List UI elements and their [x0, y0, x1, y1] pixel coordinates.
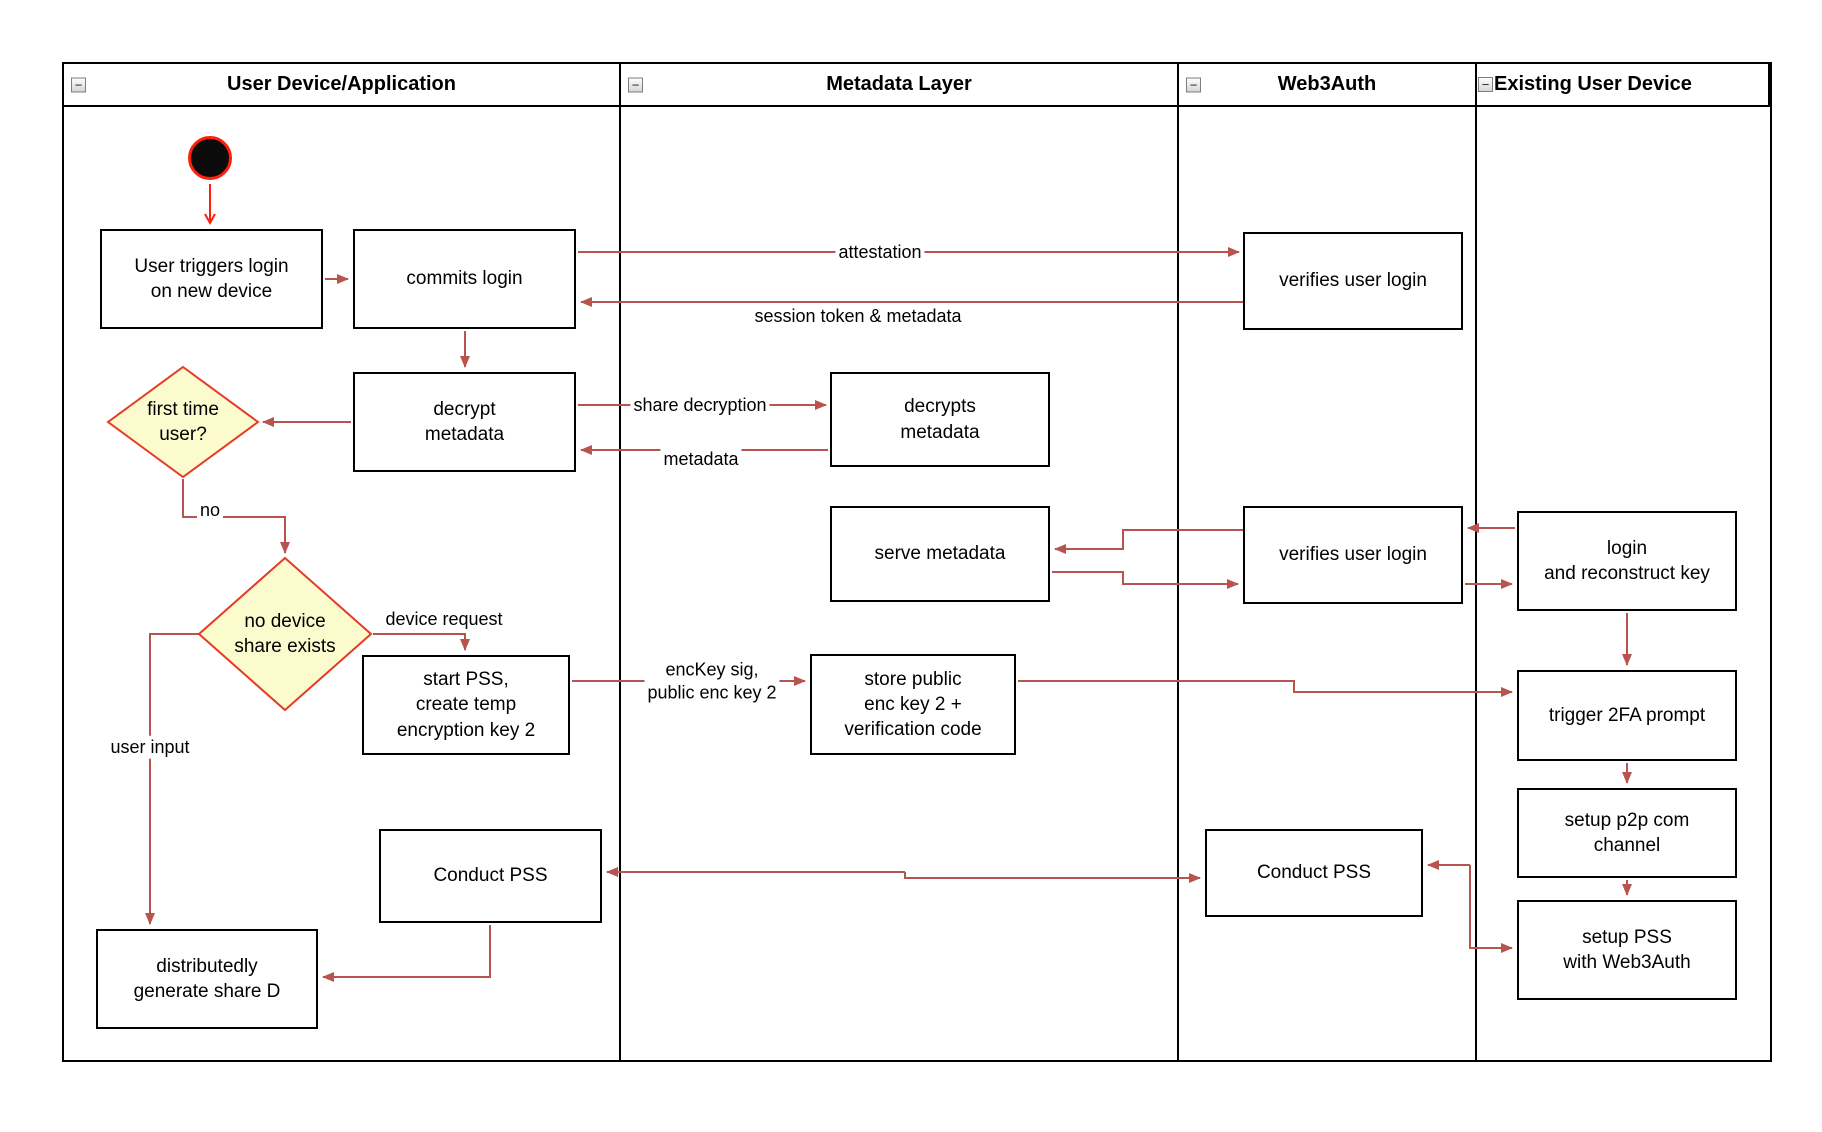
decision-first-time-user: first time user?: [147, 398, 219, 445]
arrow-verifies-to-serve: [1054, 529, 1243, 554]
edge-label-no: no: [196, 498, 224, 522]
edge-label-session-token: session token & metadata: [754, 305, 962, 326]
edge-label-share-decryption: share decryption: [630, 393, 770, 417]
arrow-to-distributed-share: [322, 925, 491, 982]
node-distributed-share: distributedly generate share D: [96, 929, 318, 1029]
node-verifies-user-login-2: verifies user login: [1243, 506, 1463, 604]
node-setup-p2p: setup p2p com channel: [1517, 788, 1737, 878]
lane-header-metadata-layer: − Metadata Layer: [619, 62, 1179, 107]
edge-label-device-request: device request: [385, 608, 503, 629]
lane-divider-3: [1475, 105, 1477, 1060]
edge-label-enckey-sig: encKey sig, public enc key 2: [644, 658, 780, 704]
node-trigger-2fa: trigger 2FA prompt: [1517, 670, 1737, 761]
lane-title: Metadata Layer: [826, 73, 972, 95]
lane-title: Web3Auth: [1277, 73, 1377, 95]
node-serve-metadata: serve metadata: [830, 506, 1050, 602]
node-conduct-pss-user: Conduct PSS: [379, 829, 602, 923]
lane-divider-2: [1177, 105, 1179, 1060]
arrow-user-input: [145, 633, 199, 925]
decision-no-device-share: no device share exists: [234, 610, 336, 657]
node-login-reconstruct-key: login and reconstruct key: [1517, 511, 1737, 611]
lane-title: User Device/Application: [227, 73, 456, 95]
arrow-to-setup-pss: [1469, 865, 1513, 953]
edge-label-metadata: metadata: [660, 447, 742, 471]
node-conduct-pss-web3: Conduct PSS: [1205, 829, 1423, 917]
arrow-conduct-pss-right: [904, 872, 1201, 883]
node-store-public-enc-key: store public enc key 2 + verification co…: [810, 654, 1016, 755]
node-commits-login: commits login: [353, 229, 576, 329]
start-node: [188, 136, 232, 180]
lane-title: Existing User Device: [1494, 73, 1692, 95]
collapse-icon[interactable]: −: [1478, 77, 1493, 92]
edge-label-user-input: user input: [107, 735, 193, 759]
node-decrypt-metadata: decrypt metadata: [353, 372, 576, 472]
lane-header-web3auth: − Web3Auth: [1177, 62, 1477, 107]
node-user-triggers-login: User triggers login on new device: [100, 229, 323, 329]
arrow-serve-to-verifies: [1052, 571, 1239, 589]
node-start-pss: start PSS, create temp encryption key 2: [362, 655, 570, 755]
arrow-no-branch: [182, 479, 290, 554]
collapse-icon[interactable]: −: [71, 77, 86, 92]
collapse-icon[interactable]: −: [1186, 77, 1201, 92]
arrow-to-trigger-2fa: [1018, 680, 1513, 697]
node-decrypts-metadata: decrypts metadata: [830, 372, 1050, 467]
decision-no-device-share-shape: [197, 556, 373, 712]
lane-divider-1: [619, 105, 621, 1060]
collapse-icon[interactable]: −: [628, 77, 643, 92]
lane-header-existing-user-device: − Existing User Device: [1475, 62, 1770, 107]
node-verifies-user-login-1: verifies user login: [1243, 232, 1463, 330]
edge-label-attestation: attestation: [835, 240, 925, 264]
arrow-device-request: [373, 633, 470, 651]
lane-header-user-device: − User Device/Application: [62, 62, 621, 107]
decision-first-time-user-shape: [106, 365, 260, 479]
node-setup-pss: setup PSS with Web3Auth: [1517, 900, 1737, 1000]
